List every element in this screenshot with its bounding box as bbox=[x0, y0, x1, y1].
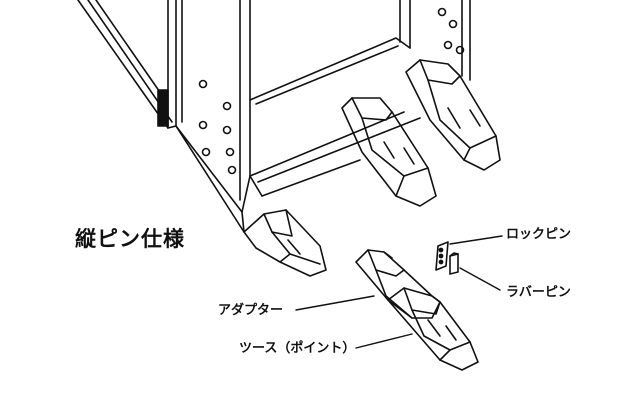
diagram-title: 縦ピン仕様 bbox=[75, 227, 185, 251]
adapter-label: アダプター bbox=[218, 303, 284, 318]
bucket-tooth-middle bbox=[341, 97, 437, 207]
bucket-left-wall bbox=[77, 0, 245, 233]
leader-rubber-pin bbox=[459, 267, 501, 291]
leader-tooth bbox=[355, 333, 413, 349]
leader-lock-pin bbox=[449, 235, 503, 245]
rubber-pin-label: ラバーピン bbox=[506, 285, 571, 300]
rubber-pin-part bbox=[449, 252, 459, 275]
bucket-cutting-edge bbox=[249, 37, 421, 197]
bucket-tooth-left bbox=[243, 209, 327, 277]
exploded-tooth bbox=[387, 287, 479, 371]
leader-adapter bbox=[295, 295, 375, 311]
leader-lines bbox=[295, 235, 503, 349]
lock-pin-label: ロックピン bbox=[506, 227, 572, 242]
tooth-label: ツース（ポイント） bbox=[239, 341, 356, 356]
lock-pin-part bbox=[435, 241, 449, 271]
bucket-right-side-plate bbox=[399, 0, 471, 81]
bucket-left-side-plate bbox=[175, 0, 251, 233]
exploded-adapter bbox=[355, 249, 441, 319]
bucket-tooth-right bbox=[405, 59, 501, 171]
